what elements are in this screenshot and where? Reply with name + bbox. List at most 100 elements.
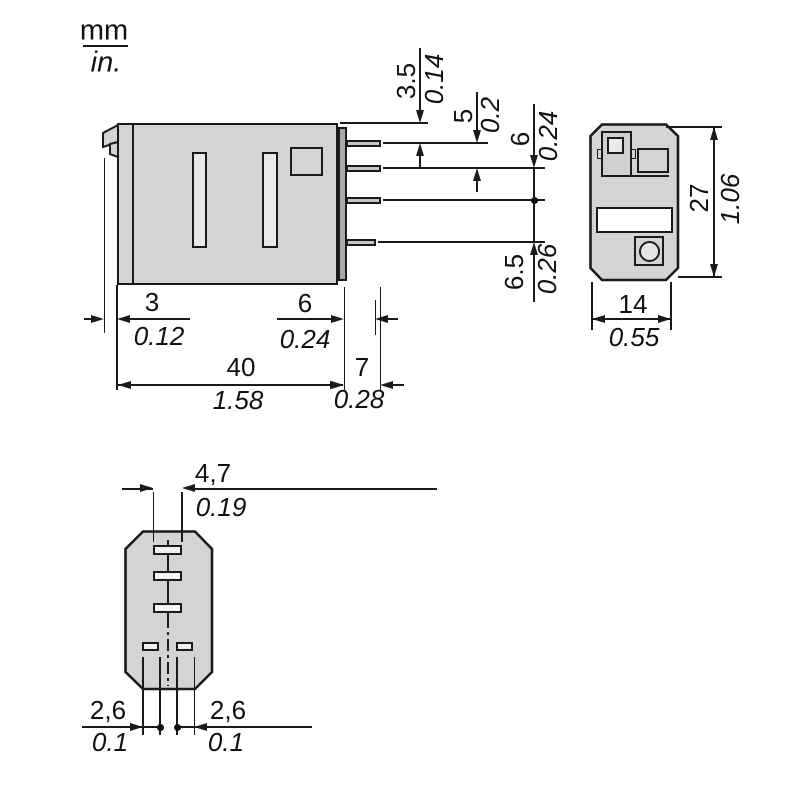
dim-label-7-mm: 7 (354, 352, 370, 382)
dim-line (393, 384, 404, 386)
dim-label-2_6-left-in: 0.1 (91, 727, 129, 757)
arrowhead (117, 314, 130, 323)
dim-label-40-mm: 40 (226, 352, 256, 382)
pin-slot (153, 603, 182, 613)
dim-label-3_5-mm: 3.5 (391, 62, 421, 100)
dim-label-2_6-left-mm: 2,6 (89, 695, 127, 725)
dim-line (533, 104, 535, 155)
dim-marker-dot (530, 196, 538, 204)
unit-label-in: in. (90, 46, 122, 79)
dim-label-6b-in: 0.24 (279, 324, 331, 354)
dim-line (130, 318, 190, 320)
arrowhead (472, 130, 481, 143)
arrowhead (182, 484, 195, 492)
arrowhead (140, 484, 153, 492)
extension-line (670, 282, 672, 330)
terminal-pin (346, 165, 381, 172)
arrowhead (380, 380, 393, 389)
end-view-top-recess (637, 148, 669, 173)
extension-line (343, 287, 345, 390)
arrowhead (592, 314, 605, 323)
extension-line (116, 285, 118, 390)
dim-line (177, 726, 312, 728)
extension-line (142, 657, 144, 735)
extension-line (378, 241, 545, 243)
arrowhead (709, 264, 718, 277)
mounting-clip-icon (102, 123, 119, 159)
extension-line (193, 657, 195, 735)
dim-label-14-in: 0.55 (608, 322, 660, 352)
arrowhead (194, 722, 207, 731)
arrowhead (529, 155, 538, 168)
dim-line (592, 318, 671, 320)
extension-line (678, 276, 722, 278)
side-view-slot (262, 152, 278, 248)
dim-label-3_5-in: 0.14 (419, 53, 449, 105)
dim-label-6-in: 0.24 (533, 110, 563, 162)
dim-label-7-in: 0.28 (333, 384, 385, 414)
extension-line (176, 657, 178, 735)
extension-line (383, 142, 488, 144)
side-view-slot (192, 152, 207, 248)
extension-line (340, 122, 428, 124)
extension-line (103, 158, 105, 333)
arrowhead (91, 314, 104, 323)
dim-label-40-in: 1.58 (212, 385, 264, 415)
end-view-step-line (601, 175, 669, 177)
dim-line (82, 726, 160, 728)
dim-label-2_6-right-mm: 2,6 (209, 695, 247, 725)
side-view-marking-window (290, 147, 323, 176)
pin-slot (153, 571, 182, 581)
pin-slot-small (142, 642, 159, 651)
dim-label-3-in: 0.12 (133, 321, 185, 351)
dim-label-4_7-mm: 4,7 (194, 458, 232, 488)
dim-line (476, 92, 478, 130)
dim-line (533, 168, 535, 197)
dim-line (533, 255, 535, 302)
arrowhead (331, 380, 344, 389)
dim-marker-dot (156, 723, 164, 731)
arrowhead (415, 143, 424, 156)
test-button (639, 241, 660, 262)
arrowhead (415, 110, 424, 123)
dim-line (388, 318, 398, 320)
arrowhead (375, 314, 388, 323)
terminal-pin (346, 197, 381, 204)
dim-label-6b-mm: 6 (297, 288, 313, 318)
extension-line (666, 126, 722, 128)
dim-line (713, 127, 715, 277)
pin-slot-small (176, 642, 193, 651)
dim-label-4_7-in: 0.19 (195, 492, 247, 522)
unit-label-mm: mm (79, 14, 129, 47)
arrowhead (472, 168, 481, 181)
arrowhead (118, 380, 131, 389)
arrowhead (658, 314, 671, 323)
extension-line (152, 492, 155, 542)
dim-label-5-mm: 5 (448, 108, 478, 124)
dim-line (195, 488, 437, 490)
dim-label-14-mm: 14 (618, 289, 648, 319)
pin-slot (153, 545, 182, 555)
extension-line (591, 282, 593, 330)
dim-label-27-in: 1.06 (715, 173, 745, 225)
center-line (167, 616, 169, 686)
dim-line (84, 318, 93, 320)
extension-line (383, 167, 545, 169)
terminal-pin (346, 239, 376, 246)
dim-label-6-mm: 6 (505, 131, 535, 147)
extension-line (159, 657, 161, 735)
arrowhead (529, 242, 538, 255)
latch-window (607, 137, 624, 154)
extension-line (383, 199, 545, 201)
socket-plate (338, 127, 347, 281)
unit-fraction-bar (83, 45, 128, 48)
end-view-label-band (596, 207, 673, 233)
side-view-front-edge-line (132, 125, 135, 283)
dim-label-6_5-in: 0.26 (532, 243, 562, 295)
dim-line (419, 48, 421, 110)
extension-line (181, 492, 183, 542)
dim-line (122, 488, 153, 490)
dim-line (277, 318, 331, 320)
arrowhead (709, 127, 718, 140)
